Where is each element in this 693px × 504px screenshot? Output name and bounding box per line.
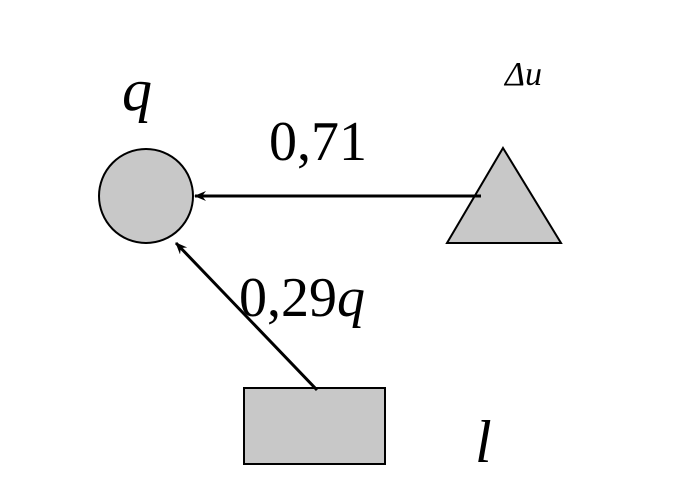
- edge-label-number: 0,29: [239, 267, 337, 329]
- triangle-label: Δu: [503, 56, 542, 93]
- circle-node: [98, 148, 194, 244]
- edge-label-triangle-to-circle: 0,71: [269, 111, 367, 173]
- arrow-rectangle-to-circle: [174, 241, 319, 392]
- rectangle-label: l: [475, 409, 492, 475]
- edge-label-variable: q: [337, 267, 365, 329]
- edge-label-rectangle-to-circle: 0,29q: [239, 267, 365, 329]
- rectangle-node: [243, 387, 386, 465]
- circle-label: q: [122, 57, 152, 123]
